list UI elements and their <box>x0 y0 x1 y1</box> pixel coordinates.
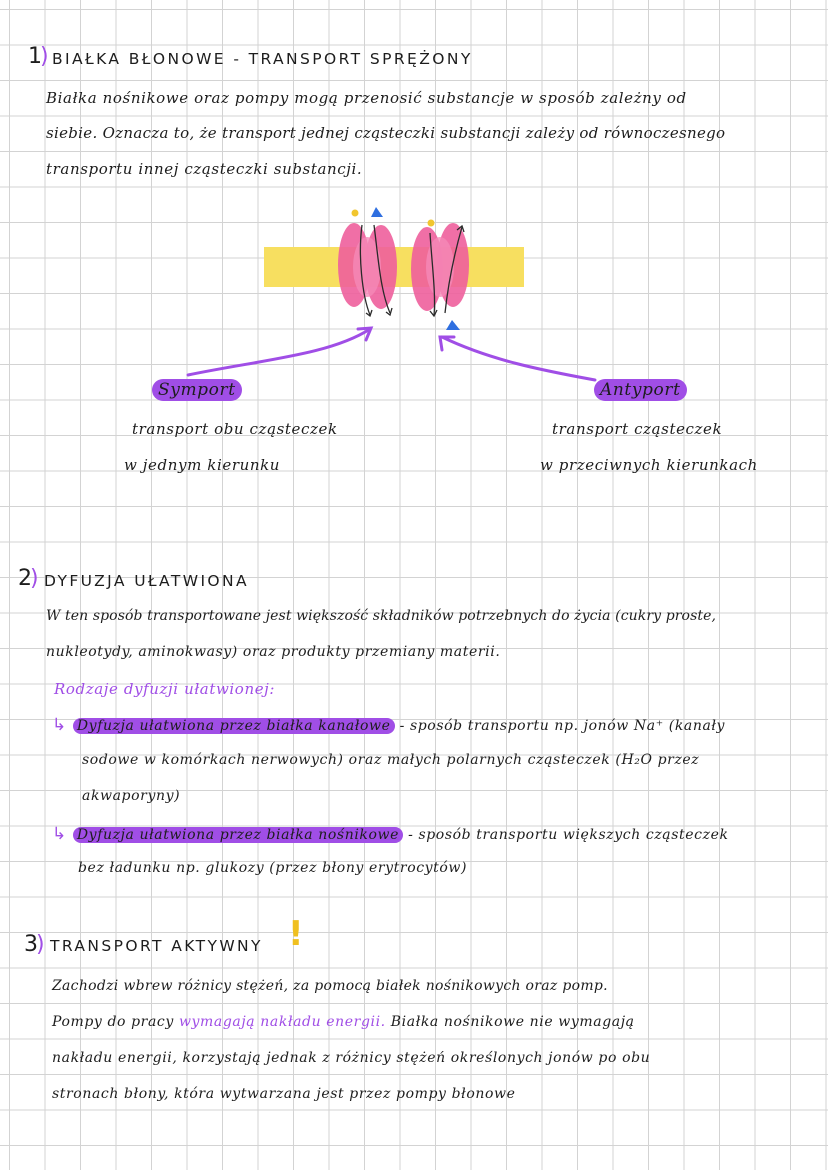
item-2-line-2: bez ładunku np. glukozy (przez błony ery… <box>78 860 468 876</box>
antyport-arrow-down <box>429 232 436 316</box>
item-2-highlight: Dyfuzja ułatwiona przez białka nośnikowe <box>72 827 403 843</box>
section-2-line-1: W ten sposób transportowane jest większo… <box>46 608 717 624</box>
item-2-rest: - sposób transportu większych cząsteczek <box>408 827 729 843</box>
section-3-title: TRANSPORT AKTYWNY <box>50 937 263 955</box>
blue-particle-2 <box>446 320 460 330</box>
section-3-line-1: Zachodzi wbrew różnicy stężeń, za pomocą… <box>52 978 608 994</box>
section-1-title: BIAŁKA BŁONOWE - TRANSPORT SPRĘŻONY <box>52 50 473 68</box>
membrane-transport-diagram <box>186 207 597 382</box>
section-2-line-2: nukleotydy, aminokwasy) oraz produkty pr… <box>46 644 501 660</box>
section-3-number: 3) <box>24 932 45 957</box>
symport-arrow-2 <box>373 224 391 314</box>
symport-protein <box>338 223 397 309</box>
section-1-line-3: transportu innej cząsteczki substancji. <box>46 160 363 178</box>
energy-highlight: wymagają nakładu energii. <box>178 1014 386 1030</box>
antyport-arrow-up <box>444 226 463 314</box>
section-3-line-2: Pompy do pracy wymagają nakładu energii.… <box>52 1014 635 1030</box>
antyport-desc-1: transport cząsteczek <box>552 420 723 438</box>
section-1-line-1: Białka nośnikowe oraz pompy mogą przenos… <box>46 89 687 107</box>
exclamation-mark: ! <box>288 914 304 954</box>
symport-desc-1: transport obu cząsteczek <box>132 420 338 438</box>
item-1-highlight: Dyfuzja ułatwiona przez białka kanałowe <box>72 718 395 734</box>
symport-label: Symport <box>152 379 242 401</box>
blue-particle <box>371 207 383 217</box>
arrow-bullet-icon: ↳ <box>52 715 67 735</box>
section-3-line-3: nakładu energii, korzystają jednak z róż… <box>52 1050 651 1066</box>
symport-pointer-arrow <box>186 327 372 377</box>
antyport-desc-2: w przeciwnych kierunkach <box>540 456 758 474</box>
antyport-label: Antyport <box>594 379 687 401</box>
arrow-bullet-icon-2: ↳ <box>52 824 67 844</box>
section-3-line-4: stronach błony, która wytwarzana jest pr… <box>52 1086 516 1102</box>
item-2-first-line: ↳ Dyfuzja ułatwiona przez białka nośnikow… <box>52 824 729 844</box>
symport-arrow-1 <box>359 224 371 316</box>
antyport-protein <box>411 223 469 311</box>
item-1-line-2: sodowe w komórkach nerwowych) oraz małyc… <box>82 752 700 768</box>
section-1-line-2: siebie. Oznacza to, że transport jednej … <box>46 124 726 142</box>
section-2-title: DYFUZJA UŁATWIONA <box>44 572 250 590</box>
item-1-line-3: akwaporyny) <box>82 788 181 804</box>
antyport-pointer-arrow <box>440 335 597 382</box>
section-1-number: 1) <box>28 44 49 69</box>
item-1-first-line: ↳ Dyfuzja ułatwiona przez białka kanałowe… <box>52 715 725 735</box>
yellow-particle <box>351 209 359 217</box>
types-heading: Rodzaje dyfuzji ułatwionej: <box>54 680 276 698</box>
section-2-number: 2) <box>18 566 39 591</box>
symport-desc-2: w jednym kierunku <box>124 456 281 474</box>
item-1-rest: - sposób transportu np. jonów Na⁺ (kanał… <box>399 718 726 734</box>
yellow-particle-2 <box>427 219 435 227</box>
